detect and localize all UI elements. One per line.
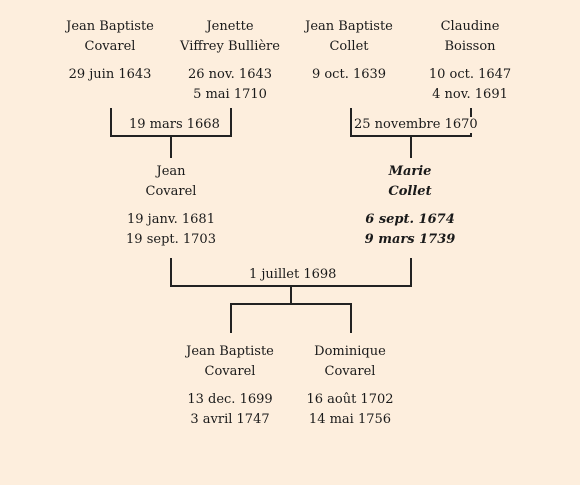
birth-date: 29 juin 1643 [68, 67, 152, 82]
death-date: 3 avril 1747 [190, 412, 270, 427]
person-jenette-viffrey-bulliere: Jenette Viffrey Bullière 26 nov. 1643 5 … [170, 17, 290, 105]
birth-date: 9 oct. 1639 [311, 67, 387, 82]
connector-child2-down [350, 304, 352, 333]
death-date: 4 nov. 1691 [432, 87, 508, 102]
person-name: Jean [156, 164, 186, 179]
marriage-date-parents: 1 juillet 1698 [247, 267, 339, 283]
person-surname: Covarel [324, 364, 376, 379]
person-dates: 6 sept. 1674 9 mars 1739 [350, 210, 470, 250]
person-surname: Covarel [84, 39, 136, 54]
person-surname: Covarel [145, 184, 197, 199]
person-dates: 29 juin 1643 [50, 65, 170, 85]
birth-date: 26 nov. 1643 [187, 67, 273, 82]
connector-child1-down [230, 304, 232, 333]
connector-maternal-left [350, 108, 352, 136]
death-date: 19 sept. 1703 [126, 232, 216, 247]
connector-paternal-right [230, 108, 232, 136]
birth-date: 19 janv. 1681 [127, 212, 215, 227]
person-surname: Covarel [204, 364, 256, 379]
person-jean-baptiste-covarel-child: Jean Baptiste Covarel 13 dec. 1699 3 avr… [170, 342, 290, 430]
person-name: Claudine [440, 19, 500, 34]
death-date: 5 mai 1710 [193, 87, 267, 102]
birth-date: 10 oct. 1647 [428, 67, 512, 82]
person-jean-baptiste-covarel-grandfather: Jean Baptiste Covarel 29 juin 1643 [50, 17, 170, 85]
connector-parents-right [410, 258, 412, 286]
person-name: Jean Baptiste [305, 19, 393, 34]
connector-parents-down [290, 286, 292, 304]
marriage-date-paternal: 19 mars 1668 [127, 117, 222, 133]
birth-date: 6 sept. 1674 [365, 212, 455, 227]
person-marie-collet: Marie Collet 6 sept. 1674 9 mars 1739 [350, 162, 470, 250]
birth-date: 16 août 1702 [306, 392, 394, 407]
person-name: Jean Baptiste [66, 19, 154, 34]
person-jean-covarel: Jean Covarel 19 janv. 1681 19 sept. 1703 [111, 162, 231, 250]
person-dates: 10 oct. 1647 4 nov. 1691 [410, 65, 530, 105]
connector-children-bar [230, 303, 352, 305]
person-dates: 19 janv. 1681 19 sept. 1703 [111, 210, 231, 250]
person-dominique-covarel: Dominique Covarel 16 août 1702 14 mai 17… [290, 342, 410, 430]
person-jean-baptiste-collet: Jean Baptiste Collet 9 oct. 1639 [289, 17, 409, 85]
person-name: Dominique [314, 344, 386, 359]
person-name: Jenette [206, 19, 254, 34]
person-dates: 26 nov. 1643 5 mai 1710 [170, 65, 290, 105]
death-date: 14 mai 1756 [308, 412, 392, 427]
person-dates: 9 oct. 1639 [289, 65, 409, 85]
connector-paternal-left [110, 108, 112, 136]
connector-paternal-down [170, 136, 172, 158]
marriage-date-maternal: 25 novembre 1670 [352, 117, 480, 133]
connector-maternal-down [410, 136, 412, 158]
person-name: Marie [388, 164, 432, 179]
person-dates: 16 août 1702 14 mai 1756 [290, 390, 410, 430]
person-dates: 13 dec. 1699 3 avril 1747 [170, 390, 290, 430]
person-surname: Collet [329, 39, 369, 54]
birth-date: 13 dec. 1699 [187, 392, 273, 407]
death-date: 9 mars 1739 [364, 232, 456, 247]
person-claudine-boisson: Claudine Boisson 10 oct. 1647 4 nov. 169… [410, 17, 530, 105]
connector-parents-left [170, 258, 172, 286]
person-surname: Viffrey Bullière [180, 39, 280, 54]
person-surname: Boisson [444, 39, 496, 54]
person-surname: Collet [388, 184, 432, 199]
person-name: Jean Baptiste [186, 344, 274, 359]
